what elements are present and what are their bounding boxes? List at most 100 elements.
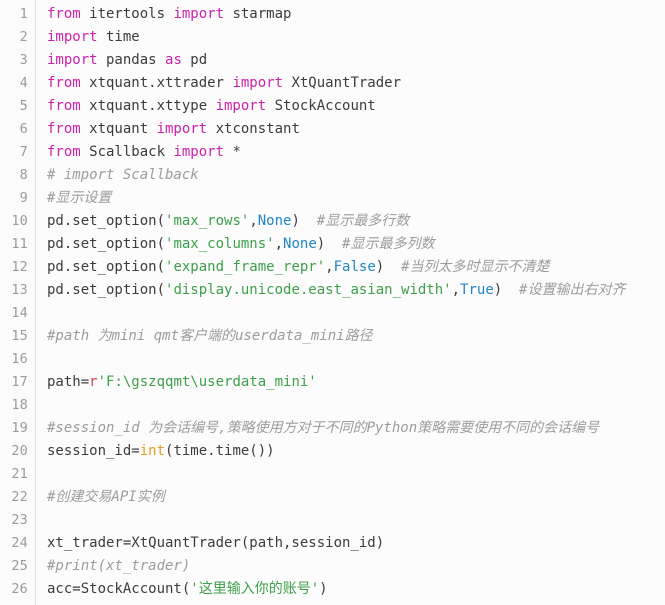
line-number-23: 23 [11,512,28,528]
token-comment: #session_id 为会话编号,策略使用方对于不同的Python策略需要使用… [47,420,600,436]
token-comment: # import Scallback [47,167,199,183]
line-number-16: 16 [11,351,28,367]
code-line-10[interactable]: pd.set_option('max_rows',None) #显示最多行数 [47,210,665,233]
token-comment: #path 为mini qmt客户端的userdata_mini路径 [47,328,373,344]
code-line-2[interactable]: import time [47,26,665,49]
token-comment: #显示最多列数 [342,236,435,252]
code-line-12[interactable]: pd.set_option('expand_frame_repr',False)… [47,256,665,279]
token-comment: #当列太多时显示不清楚 [401,259,550,275]
code-line-11[interactable]: pd.set_option('max_columns',None) #显示最多列… [47,233,665,256]
token-kw: as [165,52,182,68]
line-number-3: 3 [19,52,28,68]
code-line-4[interactable]: from xtquant.xttrader import XtQuantTrad… [47,72,665,95]
line-number-25: 25 [11,558,28,574]
token-kw: import [232,75,284,91]
token-kw: from [47,144,81,160]
token-str: 'max_columns' [165,236,275,252]
code-line-26[interactable]: acc=StockAccount('这里输入你的账号') [47,578,665,601]
token-plain: Scallback [80,144,174,160]
token-plain: pd.set_option( [47,213,166,229]
token-plain: session_id= [47,443,140,459]
line-number-7: 7 [19,144,28,160]
token-plain: StockAccount [266,98,376,114]
line-number-10: 10 [11,213,28,229]
line-number-19: 19 [11,420,28,436]
token-const: None [283,236,317,252]
token-plain: * [224,144,241,160]
line-number-1: 1 [19,6,28,22]
code-line-3[interactable]: import pandas as pd [47,49,665,72]
token-plain: , [274,236,284,252]
code-line-17[interactable]: path=r'F:\gszqqmt\userdata_mini' [47,371,665,394]
code-line-24[interactable]: xt_trader=XtQuantTrader(path,session_id) [47,532,665,555]
code-line-14[interactable] [47,302,665,325]
token-plain: starmap [224,6,292,22]
line-number-14: 14 [11,305,28,321]
token-plain: xtconstant [207,121,300,137]
line-number-13: 13 [11,282,28,298]
token-comment: #显示最多行数 [316,213,410,229]
token-plain: xtquant.xttrader [80,75,233,91]
line-number-8: 8 [19,167,28,183]
code-line-21[interactable] [47,463,665,486]
code-line-15[interactable]: #path 为mini qmt客户端的userdata_mini路径 [47,325,665,348]
token-plain: , [325,259,334,275]
line-number-11: 11 [11,236,28,252]
token-plain: path= [47,374,90,390]
token-plain: acc=StockAccount( [47,581,191,597]
code-line-7[interactable]: from Scallback import * [47,141,665,164]
line-number-9: 9 [19,190,28,206]
token-plain: (time.time()) [165,443,275,459]
token-plain: xtquant [80,121,157,137]
code-line-13[interactable]: pd.set_option('display.unicode.east_asia… [47,279,665,302]
token-plain: XtQuantTrader [283,75,402,91]
token-plain: pd.set_option( [47,236,166,252]
token-str: 'display.unicode.east_asian_width' [165,282,452,298]
code-line-5[interactable]: from xtquant.xttype import StockAccount [47,95,665,118]
line-number-18: 18 [11,397,28,413]
token-comment: #显示设置 [47,190,112,206]
code-line-16[interactable] [47,348,665,371]
token-const: True [460,282,494,298]
code-line-20[interactable]: session_id=int(time.time()) [47,440,665,463]
code-line-25[interactable]: #print(xt_trader) [47,555,665,578]
token-kw: import [47,29,98,45]
line-number-12: 12 [11,259,28,275]
token-plain: ) [319,581,328,597]
code-line-18[interactable] [47,394,665,417]
token-kw: from [47,121,81,137]
token-kw: from [47,98,81,114]
code-line-22[interactable]: #创建交易API实例 [47,486,665,509]
token-kw: import [215,98,267,114]
token-plain: ) [291,213,317,229]
token-plain: pd.set_option( [47,282,166,298]
code-line-9[interactable]: #显示设置 [47,187,665,210]
token-kw: from [47,6,81,22]
line-number-22: 22 [11,489,28,505]
token-comment: #print(xt_trader) [47,558,191,574]
token-prefix: r [89,374,98,390]
token-plain: xtquant.xttype [80,98,216,114]
token-plain: , [249,213,258,229]
token-plain: ) [493,282,520,298]
token-comment: #设置输出右对齐 [519,282,626,298]
token-kw: import [156,121,208,137]
code-line-1[interactable]: from itertools import starmap [47,3,665,26]
code-line-23[interactable] [47,509,665,532]
token-str: 'expand_frame_repr' [165,259,326,275]
token-plain: pandas [97,52,166,68]
token-const: None [257,213,292,229]
token-str: 'F:\gszqqmt\userdata_mini' [97,374,317,390]
code-line-19[interactable]: #session_id 为会话编号,策略使用方对于不同的Python策略需要使用… [47,417,665,440]
token-comment: #创建交易API实例 [47,489,165,505]
token-plain: ) [316,236,343,252]
code-line-8[interactable]: # import Scallback [47,164,665,187]
line-number-26: 26 [11,581,28,597]
token-str: 'max_rows' [165,213,250,229]
token-plain: ) [375,259,402,275]
code-line-6[interactable]: from xtquant import xtconstant [47,118,665,141]
line-number-17: 17 [11,374,28,390]
